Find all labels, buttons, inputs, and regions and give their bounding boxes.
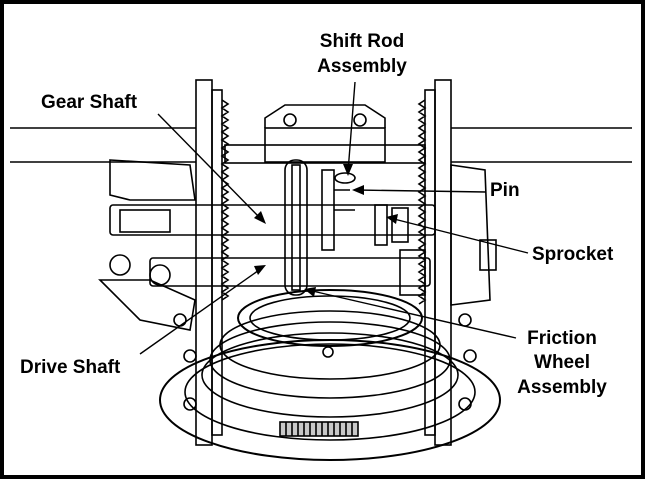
leader-drive-shaft bbox=[139, 267, 263, 355]
small-sprocket bbox=[374, 204, 388, 246]
friction-wheel-disc bbox=[237, 289, 423, 347]
friction-wheel bbox=[284, 159, 308, 296]
mechanism-drawing bbox=[10, 79, 632, 461]
label-shift-rod-line1: Shift Rod bbox=[320, 31, 404, 52]
left-sprocket-teeth bbox=[220, 99, 230, 301]
leader-friction-wheel bbox=[307, 289, 517, 339]
label-friction-line2: Wheel bbox=[534, 352, 590, 373]
gear-shaft bbox=[109, 204, 436, 236]
right-sprocket-teeth bbox=[417, 99, 427, 305]
right-housing bbox=[450, 164, 491, 306]
label-friction-line1: Friction bbox=[527, 328, 597, 349]
leader-pin bbox=[355, 189, 487, 193]
label-pin: Pin bbox=[490, 180, 520, 201]
arrowheads bbox=[254, 164, 398, 297]
label-gear-shaft: Gear Shaft bbox=[41, 92, 138, 113]
leader-shift-rod bbox=[347, 81, 356, 173]
pin bbox=[334, 172, 356, 184]
top-bracket bbox=[264, 104, 386, 128]
label-sprocket: Sprocket bbox=[532, 244, 614, 265]
left-housing bbox=[109, 159, 196, 201]
label-shift-rod-line2: Assembly bbox=[317, 56, 407, 77]
leader-sprocket bbox=[389, 217, 529, 254]
label-friction-line3: Assembly bbox=[517, 377, 607, 398]
leader-gear-shaft bbox=[157, 113, 263, 221]
label-drive-shaft: Drive Shaft bbox=[20, 357, 121, 378]
